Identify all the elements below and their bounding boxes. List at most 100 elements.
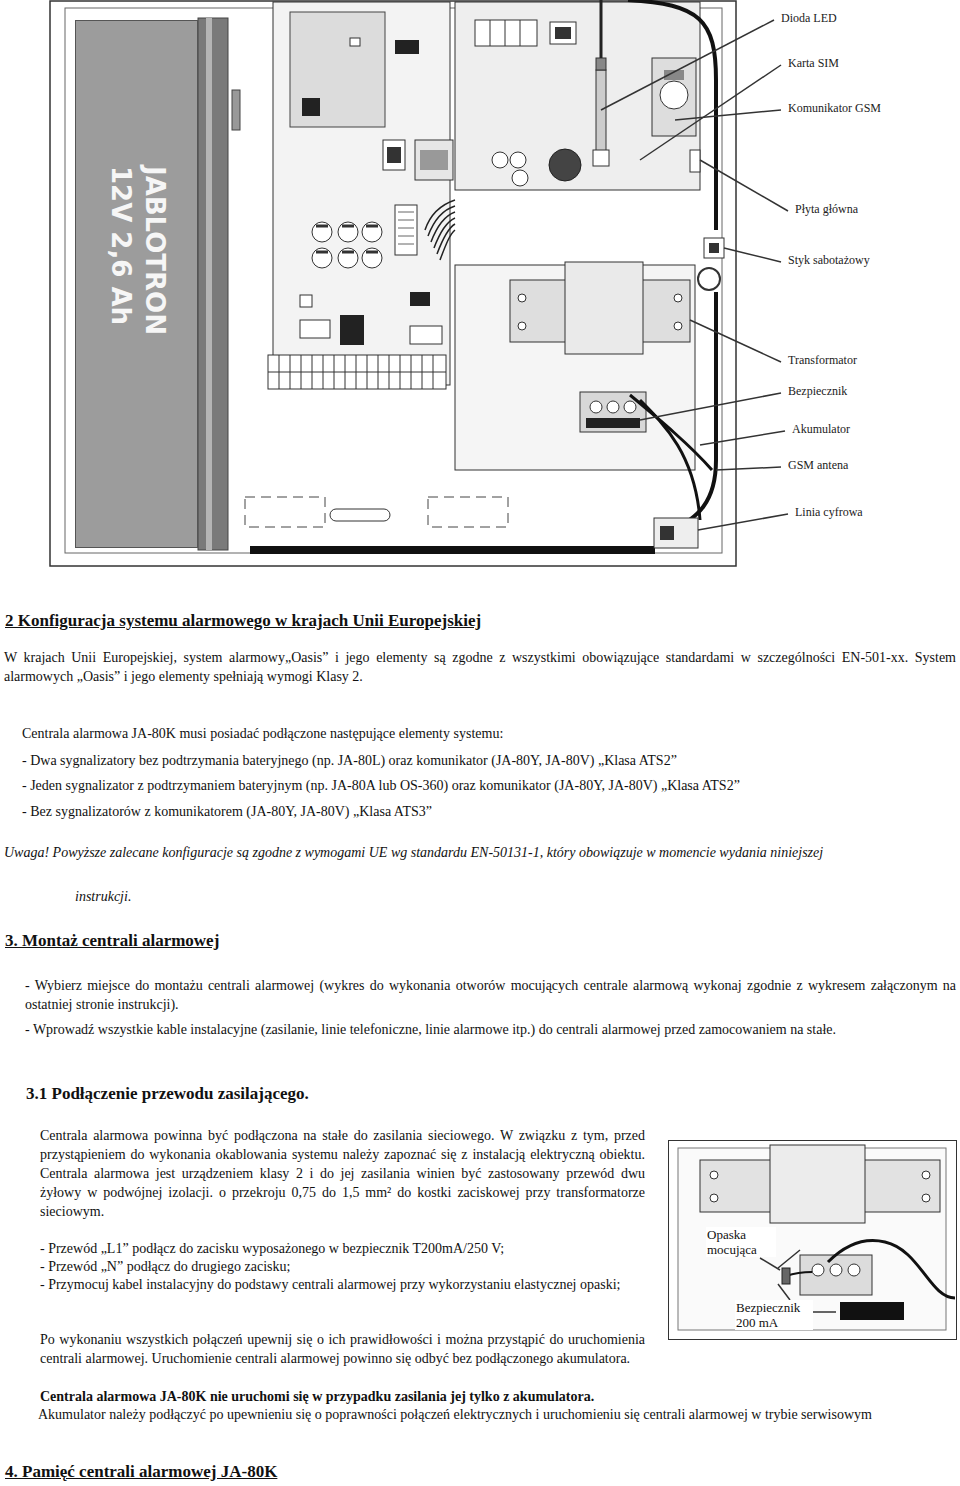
gsm-board [490,20,520,46]
list-item: - Wybierz miejsce do montażu centrali al… [25,976,956,1014]
leader-line [700,160,788,211]
transformer-board [674,294,682,302]
callout-label: Karta SIM [787,56,840,70]
main-board [395,205,417,255]
transformer-board [624,401,636,413]
section-heading: 4. Pamięć centrali alarmowej JA-80K [5,1461,277,1483]
gsm-board [475,20,537,46]
terminal-figure [812,1264,824,1276]
main-board [300,320,330,338]
callout-label: Komunikator GSM [787,101,882,115]
transformer-board [590,401,602,413]
terminal-figure [760,1258,780,1270]
note: Uwaga! Powyższe zalecane konfiguracje są… [4,843,956,862]
callout-label: Bezpiecznik [787,384,848,398]
battery-label: JABLOTRON 12V 2,6 Ah [104,166,172,376]
gsm-board [550,22,576,44]
callout-label: Styk sabotażowy [787,253,871,267]
battery-side [198,18,228,550]
ribbon-wires [425,200,455,260]
list-item: - Jeden sygnalizator z podtrzymaniem bat… [22,776,740,795]
antenna-cable [628,0,716,230]
main-board [268,372,446,373]
warning-text: Centrala alarmowa JA-80K nie uruchomi si… [40,1387,594,1406]
terminal-figure [828,1241,955,1298]
terminal-figure [830,1264,842,1276]
callout-label: GSM antena [787,458,849,472]
antenna-cable [596,0,716,534]
main-board [410,292,430,306]
gsm-board [492,152,508,168]
list-item: - Przymocuj kabel instalacyjny do podsta… [40,1275,645,1294]
housing [50,1,736,566]
leader-line [640,393,781,420]
list-item: - Wprowadź wszystkie kable instalacyjne … [25,1020,956,1039]
slot-connector [330,509,390,521]
main-board [273,2,450,385]
terminal-figure [848,1264,860,1276]
main-board [290,12,385,127]
terminal-figure [669,1141,957,1340]
gsm-board [455,2,700,190]
terminal-figure [922,1171,930,1179]
terminal-figure [770,1145,865,1223]
list-item: - Przewód „N” podłącz do drugiego zacisk… [40,1257,645,1276]
callout-label: Dioda LED [780,11,838,25]
figure-label: Bezpiecznik 200 mA [735,1300,813,1330]
battery-block: JABLOTRON 12V 2,6 Ah [75,20,198,548]
figure-label: Opaska mocująca [706,1227,776,1257]
gsm-board [660,81,688,109]
paragraph: Po wykonaniu wszystkich połączeń upewnij… [40,1330,645,1368]
gsm-board [555,27,571,39]
paragraph: W krajach Unii Europejskiej, system alar… [4,648,956,686]
callout-label: Akumulator [791,422,851,436]
terminal-figure [669,1141,957,1340]
transformer-board [674,322,682,330]
gsm-board [596,70,606,155]
section-heading: 2 Konfiguracja systemu alarmowego w kraj… [5,610,481,632]
terminal-figure [778,1250,800,1300]
main-board [395,40,419,54]
antenna-cable [596,58,606,70]
terminal-figure [782,1268,790,1284]
terminal-figure [800,1255,872,1295]
leader-line [601,20,788,530]
callout-label: Linia cyfrowa [794,505,864,519]
leader-line [640,65,781,160]
tamper-switch [704,238,724,258]
main-board [420,150,448,170]
transformer-board [565,262,643,354]
transformer-board [580,392,646,432]
ribbon-wires [440,230,455,260]
bottom-strip [250,546,655,554]
gsm-board [652,58,696,136]
gsm-board [455,2,700,190]
battery-side [206,18,212,550]
terminal-figure [922,1194,930,1202]
list-item: - Bez sygnalizatorów z komunikatorem (JA… [22,802,432,821]
list-item: - Przewód „L1” podłącz do zacisku wyposa… [40,1239,645,1258]
callout-label: Transformator [787,353,858,367]
cable-cutouts [245,497,508,527]
leader-line [716,467,781,470]
gsm-board [510,152,526,168]
leader-line [601,20,774,110]
battery-side [232,90,240,130]
main-board [340,315,364,345]
gsm-board [512,170,528,186]
terminal-figure [840,1302,904,1320]
transformer-board [455,262,695,470]
ribbon-wires [437,224,455,254]
main-board [302,98,320,116]
transformer-board [607,401,619,413]
paragraph: Centrala alarmowa powinna być podłączona… [40,1126,645,1221]
tamper-switch [709,243,719,253]
section-heading: 3. Montaż centrali alarmowej [5,930,219,952]
tamper-switch [698,268,720,290]
main-board [387,147,401,163]
gsm-board [593,150,609,166]
terminal-figure [710,1171,718,1179]
transformer-board [586,418,640,428]
gsm-board [690,150,700,172]
